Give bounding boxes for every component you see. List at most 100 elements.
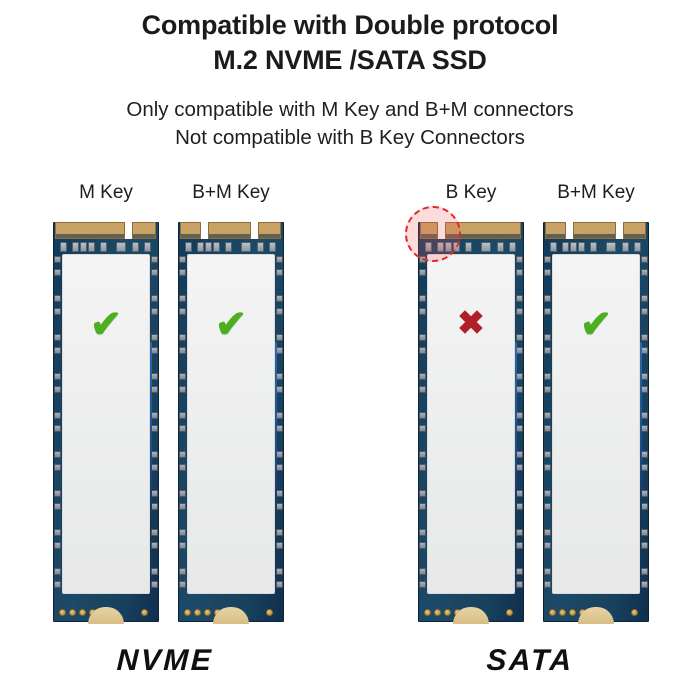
pcb-pad bbox=[54, 529, 61, 536]
pcb-pad bbox=[151, 334, 158, 341]
key-notch bbox=[125, 222, 132, 239]
key-label-bm-key-right: B+M Key bbox=[557, 182, 635, 203]
pcb-pad bbox=[419, 464, 426, 471]
pcb-pad bbox=[641, 295, 648, 302]
pcb-pad bbox=[54, 503, 61, 510]
solder-pad bbox=[184, 609, 191, 616]
pcb-pad bbox=[419, 295, 426, 302]
pcb-pad bbox=[151, 451, 158, 458]
pcb-pad bbox=[151, 412, 158, 419]
pcb-pad bbox=[641, 425, 648, 432]
pin-segment bbox=[623, 222, 646, 239]
ssd-card-bm-key-right: ✔ bbox=[543, 222, 649, 624]
pcb-pad bbox=[179, 425, 186, 432]
pcb-pad bbox=[419, 412, 426, 419]
key-label-m-key: M Key bbox=[79, 182, 133, 203]
pcb-pad bbox=[179, 412, 186, 419]
pcb-pad bbox=[544, 425, 551, 432]
pcb-pad bbox=[641, 451, 648, 458]
smd-chip bbox=[578, 242, 585, 252]
smd-chip bbox=[80, 242, 87, 252]
pin-segment bbox=[573, 222, 616, 239]
pcb-pad bbox=[276, 347, 283, 354]
key-notch bbox=[566, 222, 573, 239]
pcb-pad bbox=[641, 503, 648, 510]
subtitle-line-1: Only compatible with M Key and B+M conne… bbox=[126, 98, 574, 121]
protocol-caption-nvme: NVME bbox=[116, 644, 214, 677]
pin-segment bbox=[545, 222, 566, 239]
pcb-pad bbox=[151, 256, 158, 263]
pcb-pad bbox=[151, 503, 158, 510]
pcb-pad bbox=[276, 308, 283, 315]
pcb-pad bbox=[516, 308, 523, 315]
pcb-pad bbox=[179, 451, 186, 458]
pcb-pad bbox=[516, 529, 523, 536]
pin-segment bbox=[132, 222, 156, 239]
pcb-pad bbox=[54, 308, 61, 315]
solder-pad bbox=[444, 609, 451, 616]
smd-chip bbox=[550, 242, 557, 252]
pcb-pad bbox=[419, 386, 426, 393]
ssd-label-sticker bbox=[62, 254, 150, 594]
pcb-pad bbox=[54, 451, 61, 458]
pcb-pad bbox=[516, 386, 523, 393]
smd-chip bbox=[241, 242, 251, 252]
pin-segment bbox=[208, 222, 251, 239]
pcb-pad bbox=[151, 542, 158, 549]
subtitle-line-2: Not compatible with B Key Connectors bbox=[175, 126, 525, 150]
board-bottom-edge bbox=[543, 596, 649, 624]
pcb-pad bbox=[276, 451, 283, 458]
pcb-pad bbox=[179, 503, 186, 510]
pcb-pad bbox=[151, 295, 158, 302]
mounting-half-hole bbox=[453, 607, 489, 624]
pcb-pad bbox=[179, 386, 186, 393]
pcb-component-column-r bbox=[151, 256, 158, 588]
pcb-pad bbox=[151, 347, 158, 354]
pin-segment bbox=[55, 222, 125, 239]
pcb-pad bbox=[179, 542, 186, 549]
pcb-pad bbox=[179, 308, 186, 315]
edge-connector-pins bbox=[543, 222, 649, 239]
key-notch bbox=[201, 222, 208, 239]
solder-pad bbox=[559, 609, 566, 616]
pcb-pad bbox=[419, 490, 426, 497]
board-bottom-edge bbox=[418, 596, 524, 624]
pcb-trace bbox=[639, 342, 642, 527]
pcb-pad bbox=[516, 503, 523, 510]
mounting-half-hole bbox=[88, 607, 124, 624]
pcb-pad bbox=[544, 373, 551, 380]
pcb-pad bbox=[544, 295, 551, 302]
pcb-pad bbox=[544, 347, 551, 354]
pcb-pad bbox=[544, 412, 551, 419]
pcb-pad bbox=[641, 334, 648, 341]
pcb-pad bbox=[544, 542, 551, 549]
pcb-pad bbox=[641, 386, 648, 393]
pin-segment bbox=[180, 222, 201, 239]
pcb-pad bbox=[54, 425, 61, 432]
pcb-pad bbox=[54, 347, 61, 354]
pcb-pad bbox=[54, 386, 61, 393]
key-notch bbox=[616, 222, 623, 239]
pcb-pad bbox=[516, 412, 523, 419]
pcb-pad bbox=[516, 347, 523, 354]
smd-chip bbox=[185, 242, 192, 252]
pcb-pad bbox=[54, 568, 61, 575]
pcb-pad bbox=[516, 373, 523, 380]
pcb-pad bbox=[516, 581, 523, 588]
pcb-pad bbox=[276, 529, 283, 536]
pcb-pad bbox=[151, 425, 158, 432]
pcb-pad bbox=[419, 373, 426, 380]
smd-chip bbox=[60, 242, 67, 252]
pcb-pad bbox=[276, 386, 283, 393]
pcb-pad bbox=[179, 490, 186, 497]
pcb-pad bbox=[276, 256, 283, 263]
pcb-pad bbox=[516, 269, 523, 276]
pcb-pad bbox=[419, 542, 426, 549]
pcb-pad bbox=[54, 269, 61, 276]
title-line-2: M.2 NVME /SATA SSD bbox=[213, 44, 487, 75]
smd-chip bbox=[132, 242, 139, 252]
smd-chip bbox=[622, 242, 629, 252]
pcb-pad bbox=[419, 503, 426, 510]
pcb-pad bbox=[179, 347, 186, 354]
solder-pad bbox=[204, 609, 211, 616]
